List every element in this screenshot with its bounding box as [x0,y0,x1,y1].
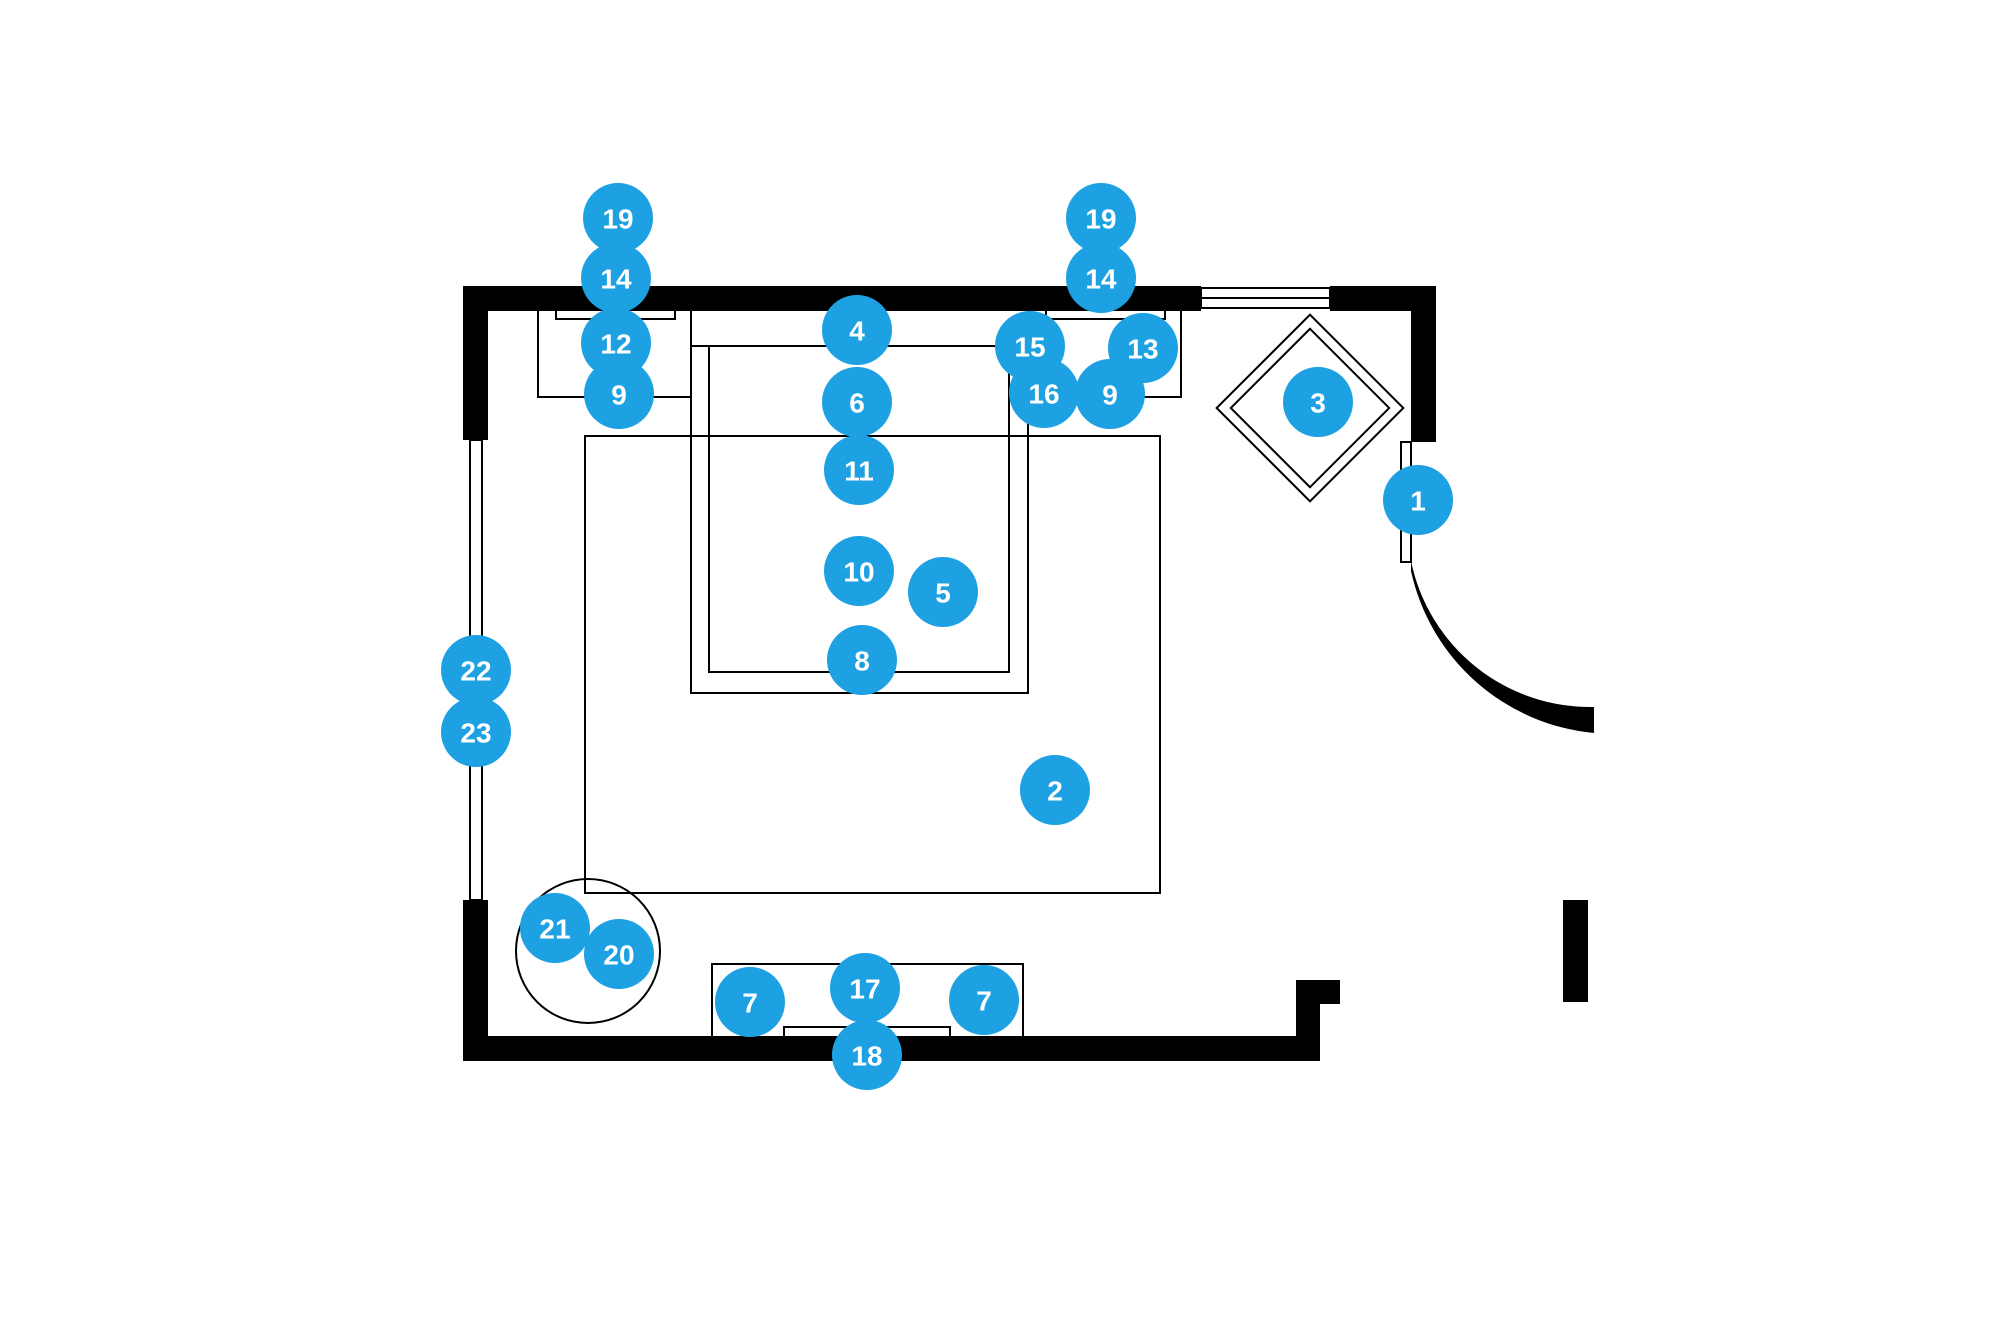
marker-circle [949,965,1019,1035]
wall-left-lower [463,900,488,1060]
marker-label: 14 [1085,264,1117,295]
marker-8: 8 [827,625,897,695]
marker-label: 11 [844,456,874,487]
marker-circle [581,308,651,378]
wall-bottom-step [1296,980,1340,1061]
marker-label: 5 [935,578,951,609]
marker-label: 6 [849,388,865,419]
marker-14: 14 [581,243,651,313]
marker-13: 13 [1108,313,1178,383]
marker-7: 7 [949,965,1019,1035]
marker-label: 10 [843,557,874,588]
marker-circle [1009,358,1079,428]
marker-label: 9 [611,380,627,411]
marker-circle [1108,313,1178,383]
marker-label: 21 [539,914,570,945]
marker-label: 15 [1014,332,1045,363]
marker-10: 10 [824,536,894,606]
marker-circle [1020,755,1090,825]
marker-label: 22 [460,656,491,687]
marker-circle [441,635,511,705]
rug-outline [584,435,1161,894]
marker-7: 7 [715,967,785,1037]
marker-label: 1 [1410,486,1426,517]
marker-5: 5 [908,557,978,627]
marker-20: 20 [584,919,654,989]
marker-2: 2 [1020,755,1090,825]
marker-circle [827,625,897,695]
marker-label: 4 [849,316,865,347]
marker-23: 23 [441,697,511,767]
marker-1: 1 [1383,465,1453,535]
marker-14: 14 [1066,243,1136,313]
marker-label: 19 [602,204,633,235]
marker-9: 9 [584,359,654,429]
marker-label: 3 [1310,388,1326,419]
marker-circle [715,967,785,1037]
marker-4: 4 [822,295,892,365]
marker-circle [824,536,894,606]
marker-circle [1066,183,1136,253]
marker-label: 7 [742,988,758,1019]
marker-circle [908,557,978,627]
marker-16: 16 [1009,358,1079,428]
marker-label: 13 [1127,334,1158,365]
marker-17: 17 [830,953,900,1023]
marker-circle [822,367,892,437]
marker-22: 22 [441,635,511,705]
marker-12: 12 [581,308,651,378]
marker-label: 12 [600,329,631,360]
marker-circle [584,919,654,989]
marker-circle [583,183,653,253]
marker-11: 11 [824,435,894,505]
marker-circle [824,435,894,505]
marker-19: 19 [583,183,653,253]
marker-21: 21 [520,893,590,963]
door-swing-arc [1411,561,1594,733]
furniture [515,308,1405,1038]
marker-circle [832,1020,902,1090]
wall-right-upper [1411,286,1436,442]
marker-label: 19 [1085,204,1116,235]
wall-right-stub [1563,900,1588,1002]
marker-label: 8 [854,646,870,677]
marker-19: 19 [1066,183,1136,253]
side-table [515,878,661,1024]
armchair [1215,313,1405,503]
marker-label: 16 [1028,379,1059,410]
marker-circle [822,295,892,365]
marker-circle [830,953,900,1023]
marker-label: 9 [1102,380,1118,411]
marker-circle [1283,367,1353,437]
marker-6: 6 [822,367,892,437]
marker-label: 18 [851,1041,882,1072]
marker-circle [584,359,654,429]
marker-circle [581,243,651,313]
marker-label: 23 [460,718,491,749]
marker-circle [441,697,511,767]
marker-circle [1383,465,1453,535]
marker-label: 2 [1047,776,1063,807]
wall-left-upper [463,286,488,440]
marker-circle [1066,243,1136,313]
marker-circle [520,893,590,963]
marker-18: 18 [832,1020,902,1090]
marker-label: 17 [849,974,880,1005]
marker-3: 3 [1283,367,1353,437]
marker-label: 20 [603,940,634,971]
marker-label: 14 [600,264,632,295]
marker-label: 7 [976,986,992,1017]
